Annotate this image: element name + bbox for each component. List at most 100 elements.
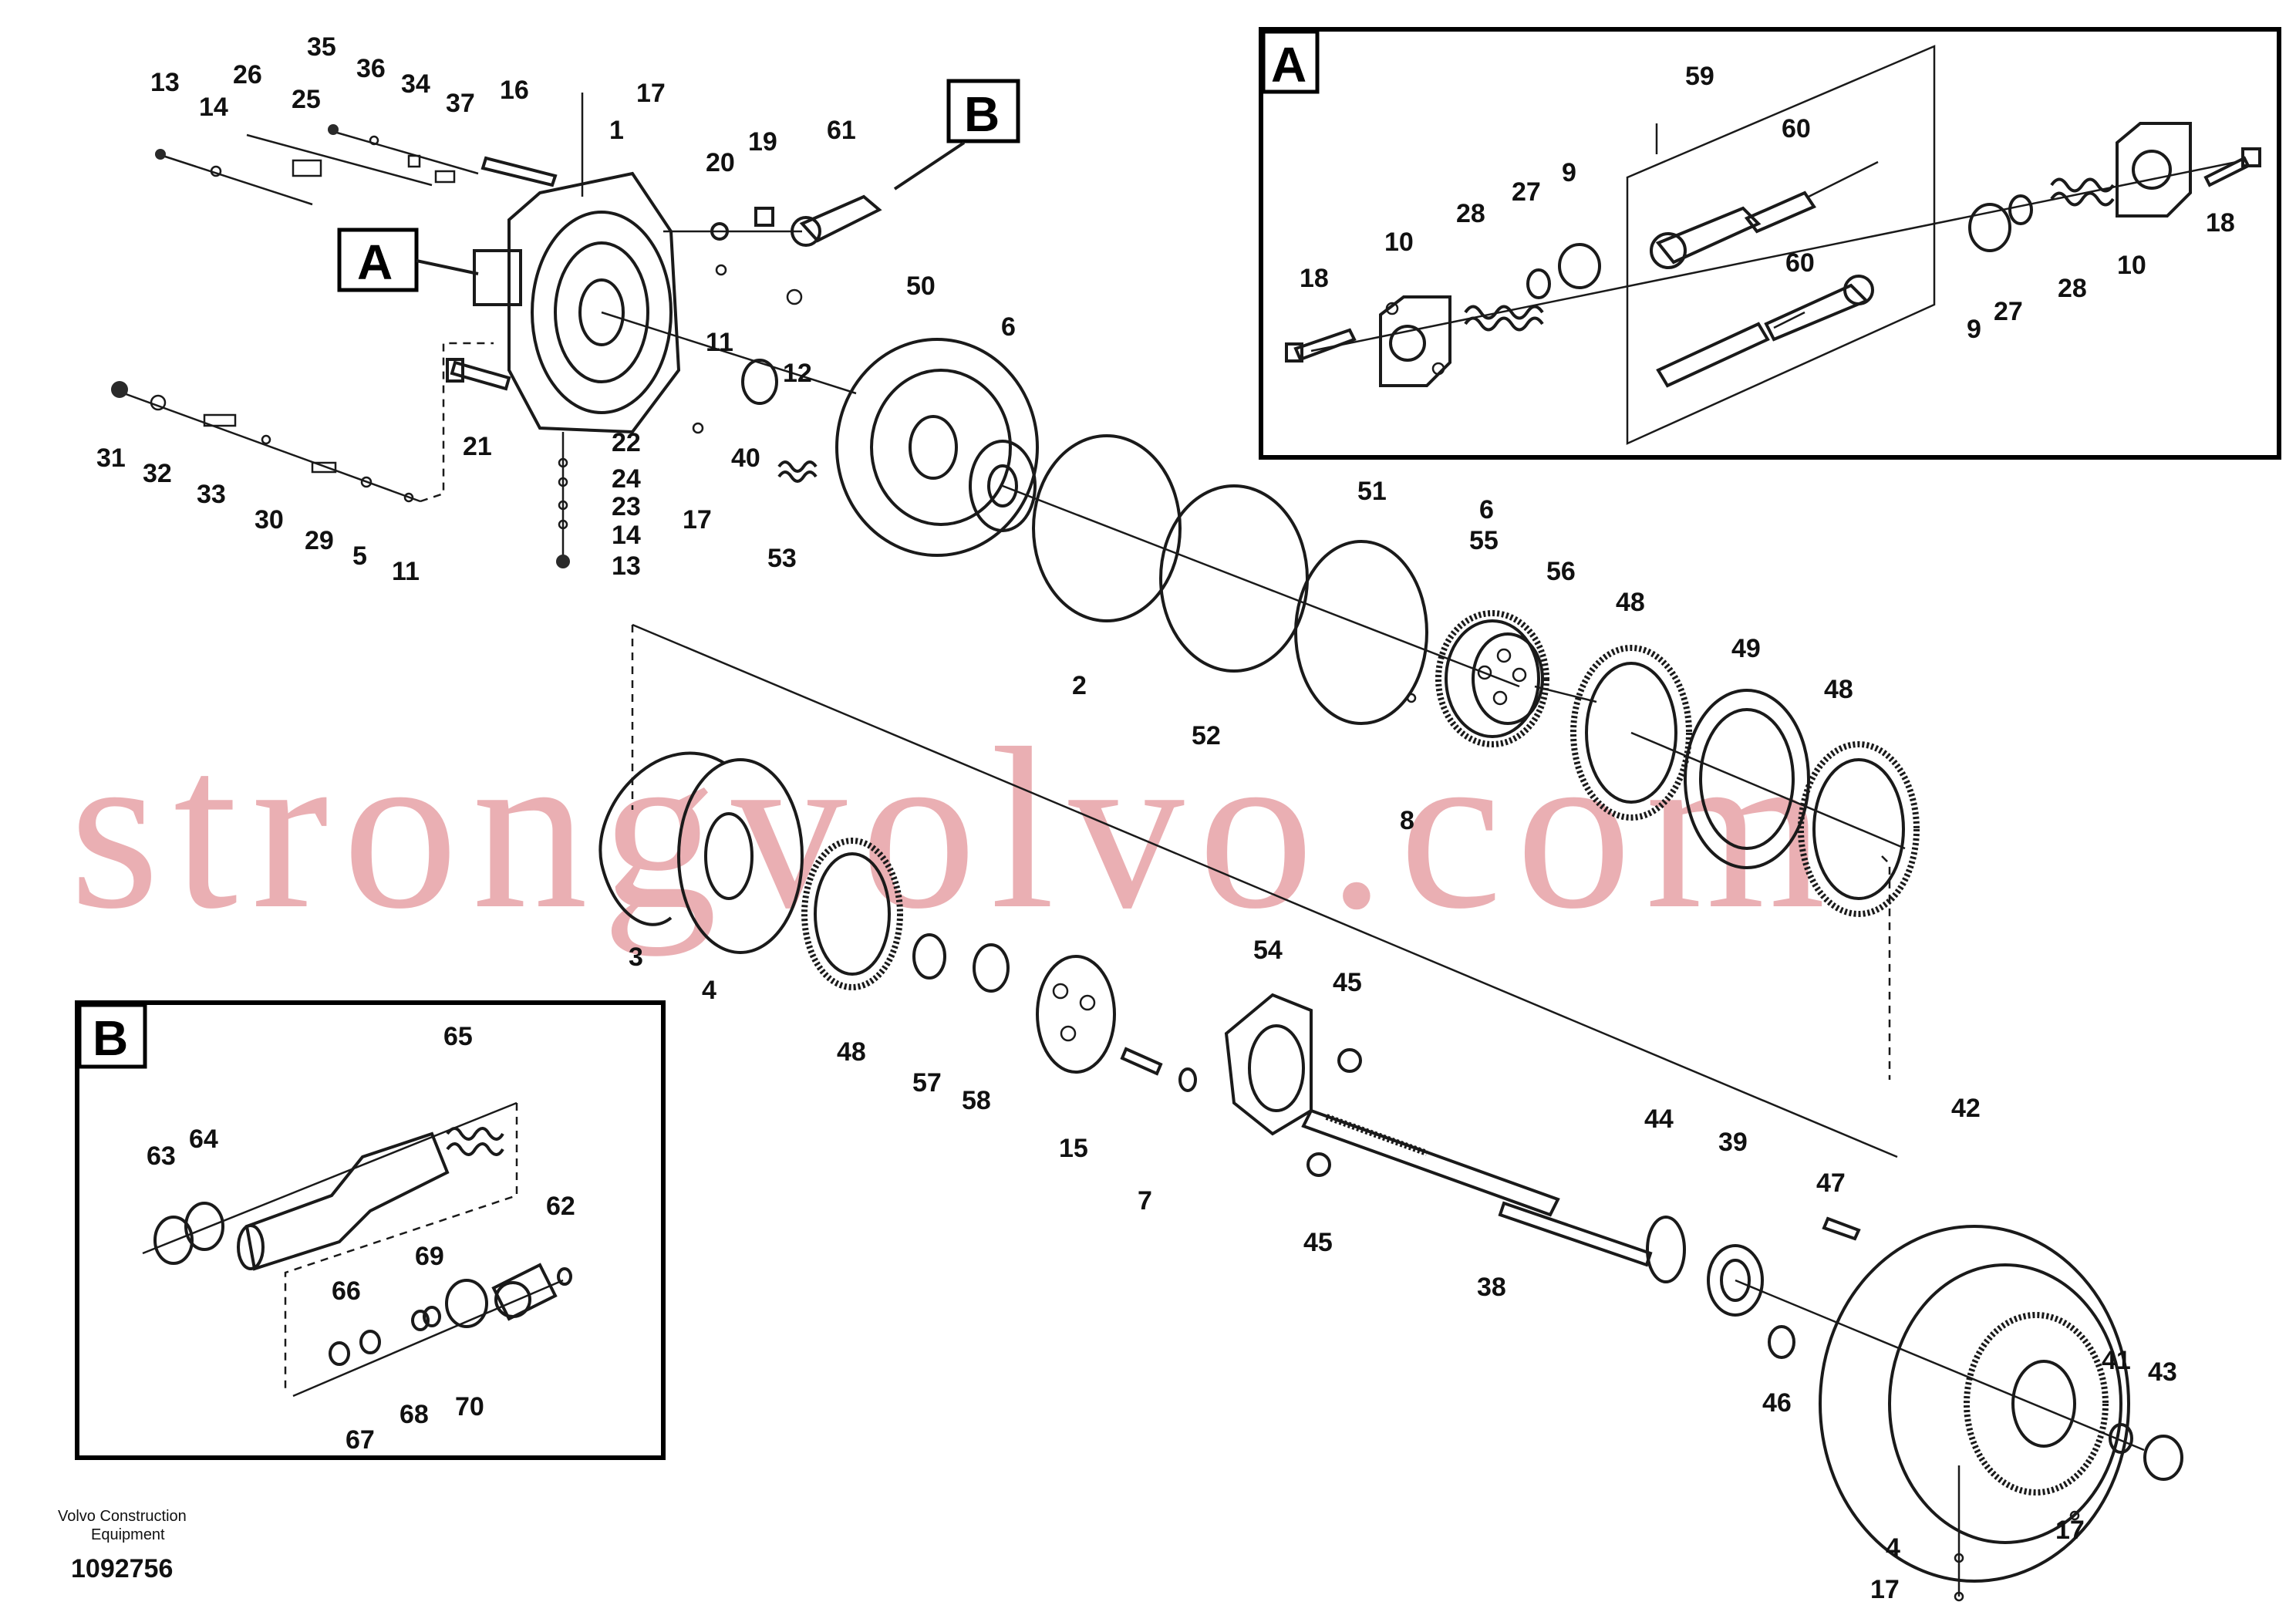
label-7: 7 [1138,1186,1152,1216]
label-45b: 45 [1303,1228,1333,1257]
a-label-9: 9 [1562,158,1576,187]
brand-line-1: Volvo Construction [58,1508,187,1525]
label-16: 16 [500,76,529,105]
a-label-60: 60 [1782,114,1811,143]
label-1: 1 [609,116,624,145]
label-11b: 11 [392,557,420,586]
label-34: 34 [401,69,430,99]
label-17b: 17 [683,505,712,534]
label-36: 36 [356,54,386,83]
label-46: 46 [1762,1388,1792,1418]
label-21: 21 [463,432,492,461]
label-26: 26 [233,60,262,89]
watermark: strongvolvo.com [69,700,1839,957]
label-44: 44 [1644,1104,1674,1134]
label-39: 39 [1718,1128,1748,1157]
brand-line-2: Equipment [91,1526,165,1543]
b-label-67: 67 [346,1425,375,1455]
label-14b: 14 [612,521,641,550]
label-32: 32 [143,459,172,488]
detail-b-panel: B [75,1000,666,1460]
label-11: 11 [706,328,733,357]
label-31: 31 [96,443,126,473]
label-14: 14 [199,93,228,122]
a-label-27: 27 [1512,177,1541,207]
a-label-28b: 28 [2058,274,2087,303]
b-label-65: 65 [443,1022,473,1051]
label-37: 37 [446,89,475,118]
label-48c: 48 [837,1037,866,1067]
b-label-62: 62 [546,1192,575,1221]
label-47: 47 [1816,1168,1846,1198]
upper-axis-parts [741,338,1920,1080]
label-56: 56 [1546,557,1576,586]
a-label-59: 59 [1685,62,1714,91]
b-label-66: 66 [332,1276,361,1306]
label-58: 58 [962,1086,991,1115]
label-54: 54 [1253,936,1283,965]
label-57: 57 [912,1068,942,1098]
label-13b: 13 [612,551,641,581]
svg-text:A: A [357,234,393,290]
label-2: 2 [1072,671,1087,700]
label-6b: 6 [1479,495,1494,524]
a-label-9b: 9 [1967,315,1981,344]
label-4b: 4 [1886,1533,1900,1563]
label-8: 8 [1400,806,1414,835]
label-12: 12 [783,359,812,388]
label-17c: 17 [2055,1516,2085,1545]
label-20: 20 [706,148,735,177]
a-label-28: 28 [1456,199,1485,228]
label-40: 40 [731,443,760,473]
b-label-64: 64 [189,1125,218,1154]
label-30: 30 [255,505,284,534]
label-4: 4 [702,976,716,1005]
a-label-10: 10 [1384,228,1414,257]
detail-a-tag: A [1271,37,1306,93]
label-24: 24 [612,464,641,494]
b-label-68: 68 [400,1400,429,1429]
label-52: 52 [1192,721,1221,750]
label-41: 41 [2102,1346,2131,1375]
label-50: 50 [906,271,936,301]
label-13: 13 [150,68,180,97]
part-number-labels: 13 14 26 25 35 36 34 37 16 17 1 20 19 61… [96,32,2235,1604]
label-43: 43 [2148,1357,2177,1387]
label-49: 49 [1731,634,1761,663]
label-6: 6 [1001,312,1016,342]
label-3: 3 [629,943,643,972]
label-17: 17 [636,79,666,108]
b-label-69: 69 [415,1242,444,1271]
main-housing-group [111,93,882,568]
label-15: 15 [1059,1134,1088,1163]
label-42: 42 [1951,1094,1981,1123]
label-45: 45 [1333,968,1362,997]
detail-a-panel: A [1259,27,2281,460]
b-label-70: 70 [455,1392,484,1421]
label-51: 51 [1357,477,1387,506]
label-55: 55 [1469,526,1499,555]
label-53: 53 [767,544,797,573]
label-5: 5 [352,541,367,571]
label-38: 38 [1477,1273,1506,1302]
drawing-number: 1092756 [71,1554,173,1583]
label-33: 33 [197,480,226,509]
a-label-10b: 10 [2117,251,2146,280]
label-17d: 17 [1870,1575,1900,1604]
label-35: 35 [307,32,336,62]
label-25: 25 [292,85,321,114]
footer-block: Volvo Construction Equipment 1092756 [58,1508,187,1583]
label-29: 29 [305,526,334,555]
callout-b: B [893,79,1020,191]
callout-a: A [337,228,479,292]
a-label-27b: 27 [1994,297,2023,326]
a-label-18: 18 [1300,264,1329,293]
b-label-63: 63 [147,1141,176,1171]
a-label-60b: 60 [1785,248,1815,278]
label-48: 48 [1616,588,1645,617]
label-48b: 48 [1824,675,1853,704]
svg-text:B: B [964,86,1000,142]
lower-axis-parts [598,623,2183,1602]
a-label-18b: 18 [2206,208,2235,238]
